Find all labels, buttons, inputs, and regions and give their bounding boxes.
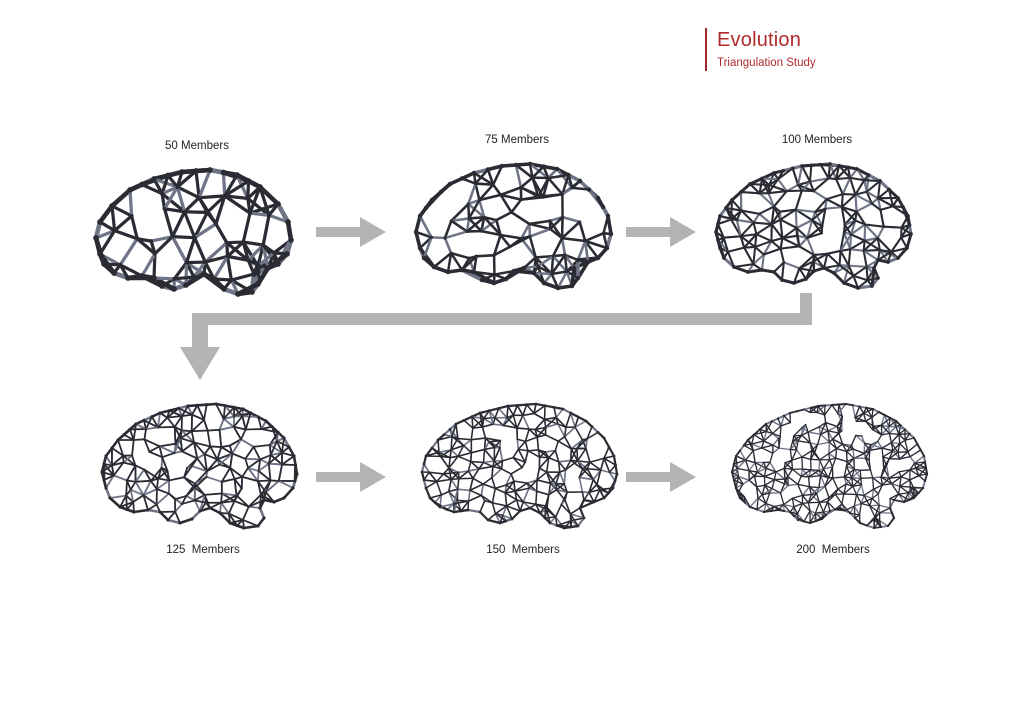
step-label: 50 Members	[165, 140, 229, 152]
page-subtitle: Triangulation Study	[717, 57, 816, 69]
arrow-125-to-150	[316, 459, 388, 495]
page-title: Evolution	[717, 29, 802, 51]
arrow-100-to-125	[170, 285, 830, 390]
brain-mesh-100	[702, 152, 932, 297]
step-label: 125 Members	[166, 544, 240, 556]
step-75[interactable]: 75 Members	[402, 134, 632, 309]
arrow-150-to-200	[626, 459, 698, 495]
step-label: 200 Members	[796, 544, 870, 556]
step-50[interactable]: 50 Members	[82, 140, 312, 315]
brain-mesh-50	[82, 158, 312, 303]
step-label: 75 Members	[485, 134, 549, 146]
arrow-75-to-100	[626, 214, 698, 250]
brain-mesh-125	[88, 392, 318, 537]
step-label: 150 Members	[486, 544, 560, 556]
step-125[interactable]: 125 Members	[88, 392, 318, 567]
brain-mesh-200	[718, 392, 948, 537]
arrow-50-to-75	[316, 214, 388, 250]
step-100[interactable]: 100 Members	[702, 134, 932, 309]
step-200[interactable]: 200 Members	[718, 392, 948, 567]
brain-mesh-75	[402, 152, 632, 297]
brain-mesh-150	[408, 392, 638, 537]
step-label: 100 Members	[781, 134, 853, 146]
title-block: Evolution Triangulation Study	[705, 28, 816, 71]
step-150[interactable]: 150 Members	[408, 392, 638, 567]
